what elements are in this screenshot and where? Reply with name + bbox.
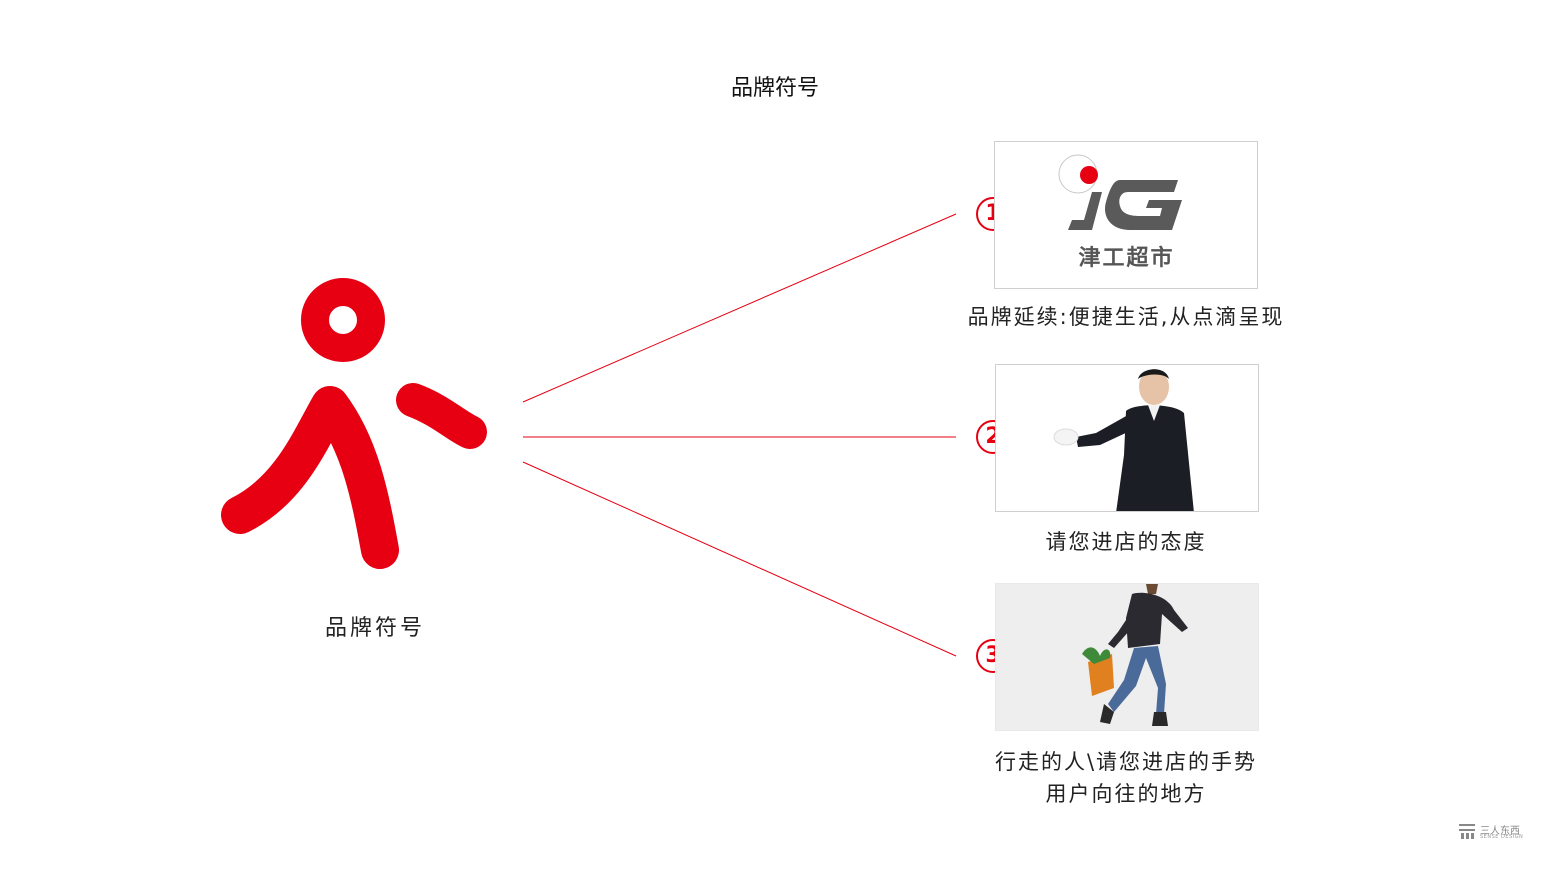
item-2-caption: 请您进店的态度 [1045, 530, 1207, 554]
walking-woman-illustration [996, 584, 1258, 730]
symbol-caption: 品牌符号 [324, 616, 425, 641]
symbol-arm [396, 383, 487, 449]
footer-logo-cn: 三人东西 [1480, 826, 1520, 837]
welcome-man-illustration [996, 365, 1258, 511]
footer-logo: 三人东西 SENSE DESIGN [1458, 822, 1524, 842]
footer-logo-en: SENSE DESIGN [1480, 834, 1524, 840]
item-3-photo [995, 583, 1259, 731]
sense-design-logo-icon [1459, 824, 1475, 839]
symbol-body [221, 386, 399, 569]
item-3-caption-line-2: 用户向往的地方 [1045, 782, 1207, 806]
brand-symbol-figure [221, 278, 487, 569]
item-2-photo [995, 364, 1259, 512]
item-3-caption-line-1: 行走的人\请您进店的手势 [994, 750, 1258, 774]
jg-logo-name: 津工超市 [1078, 246, 1175, 271]
symbol-head [301, 278, 385, 362]
connector-line-3 [522, 461, 957, 657]
jg-logo-icon [1058, 154, 1182, 230]
page-title: 品牌符号 [730, 76, 819, 101]
connector-line-1 [522, 213, 957, 403]
item-1-caption: 品牌延续:便捷生活,从点滴呈现 [967, 305, 1285, 329]
item-1-panel: 津工超市 [994, 141, 1258, 289]
